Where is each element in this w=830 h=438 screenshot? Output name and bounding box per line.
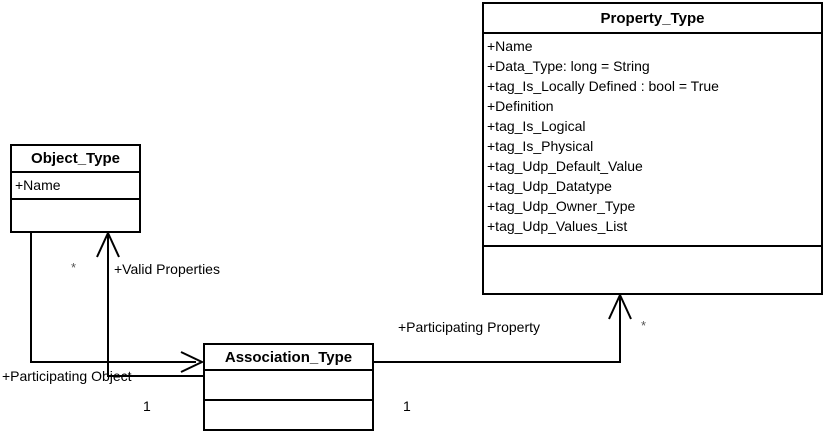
attributes-compartment-object-type: +Name	[12, 173, 139, 200]
multiplicity-valid-properties: *	[71, 260, 77, 275]
attribute-row: +Data_Type: long = String	[487, 58, 650, 74]
operations-compartment-object-type	[12, 200, 139, 231]
attributes-compartment-association-type	[205, 371, 372, 401]
operations-compartment-property-type	[484, 247, 821, 291]
attribute-row: +tag_Udp_Owner_Type	[487, 198, 636, 214]
attribute-row: +Definition	[487, 98, 554, 114]
class-box-object-type[interactable]: Object_Type +Name	[10, 144, 141, 233]
attributes-compartment-property-type: +Name +Data_Type: long = String +tag_Is_…	[484, 34, 821, 247]
attribute-row: +tag_Is_Physical	[487, 138, 594, 154]
operations-compartment-association-type	[205, 401, 372, 429]
edge-valid-properties	[96, 230, 203, 377]
class-name-object-type: Object_Type	[12, 146, 139, 173]
attribute-row: +tag_Udp_Default_Value	[487, 158, 643, 174]
role-label-participating-property: +Participating Property	[398, 319, 541, 335]
role-label-valid-properties: +Valid Properties	[114, 261, 220, 277]
attribute-row: +Name	[487, 38, 533, 54]
multiplicity-participating-object: 1	[143, 398, 151, 414]
edge-participating-property	[374, 292, 632, 363]
multiplicity-participating-property: *	[641, 318, 647, 333]
multiplicity-association-right: 1	[403, 398, 411, 414]
attribute-row: +tag_Is_Logical	[487, 118, 586, 134]
attribute-row: +tag_Udp_Datatype	[487, 178, 612, 194]
class-box-association-type[interactable]: Association_Type	[203, 343, 374, 431]
attribute-row: +Name	[15, 177, 61, 193]
attribute-row: +tag_Udp_Values_List	[487, 218, 628, 234]
role-label-participating-object: +Participating Object	[2, 368, 132, 384]
edge-participating-object	[30, 233, 205, 373]
class-box-property-type[interactable]: Property_Type +Name +Data_Type: long = S…	[482, 2, 823, 295]
class-name-association-type: Association_Type	[205, 345, 372, 371]
class-name-property-type: Property_Type	[484, 4, 821, 34]
attribute-row: +tag_Is_Locally Defined : bool = True	[487, 78, 719, 94]
